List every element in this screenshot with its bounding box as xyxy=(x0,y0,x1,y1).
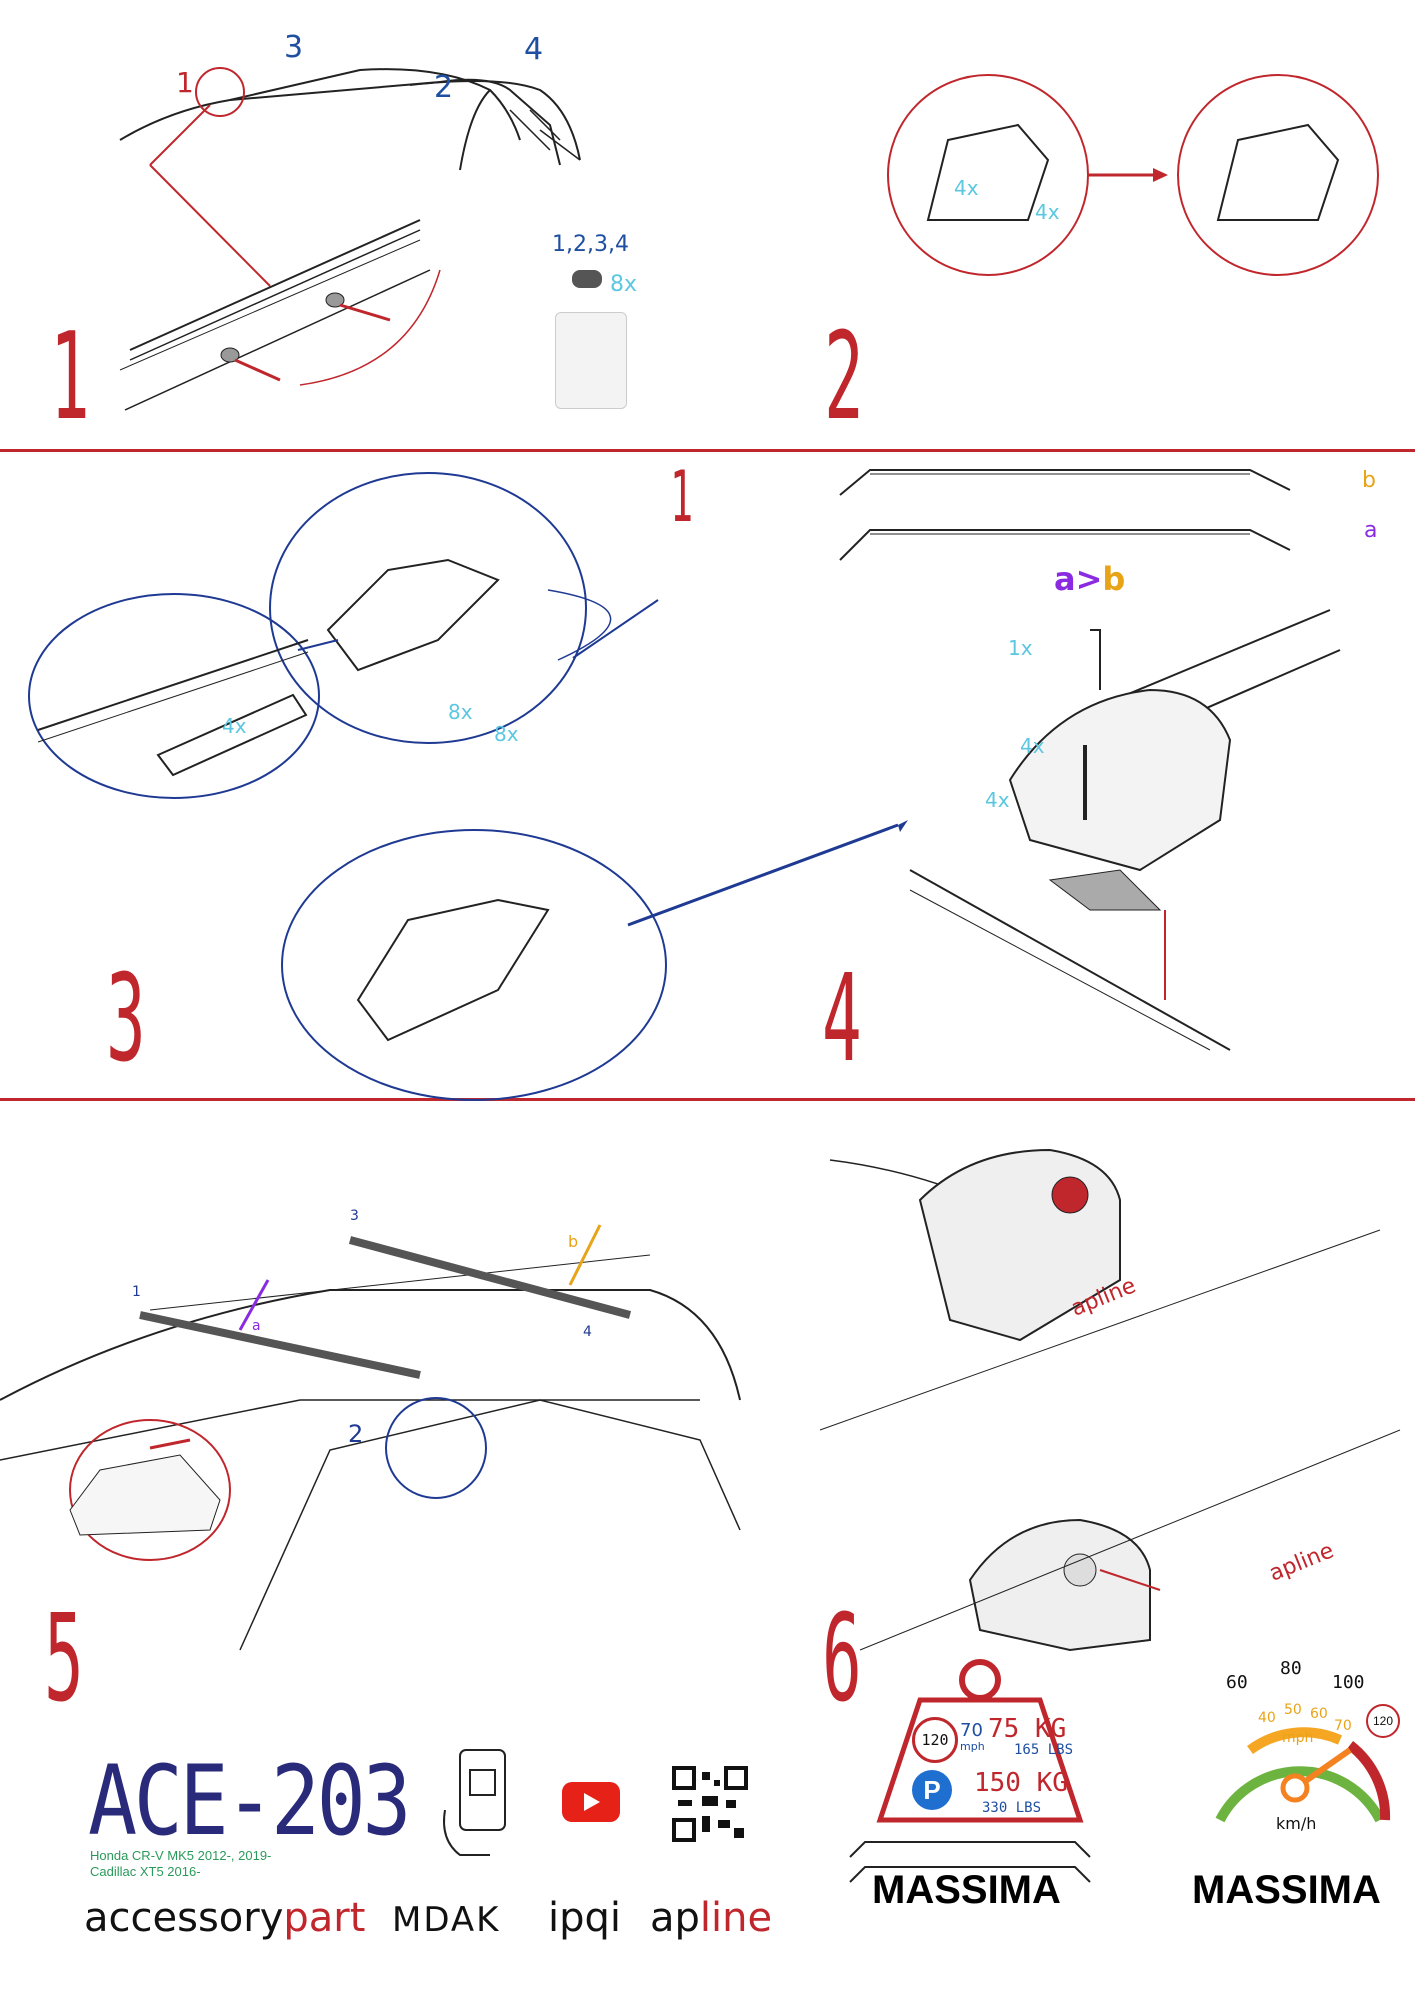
step5-callout-3: 3 xyxy=(350,1208,359,1224)
gauge-inner-50: 50 xyxy=(1284,1702,1302,1718)
step5-bar-b: b xyxy=(568,1232,579,1251)
gauge-tick-100: 100 xyxy=(1332,1672,1365,1693)
dynamic-load-lbs: 165 LBS xyxy=(1014,1742,1074,1758)
step-number-4: 4 xyxy=(822,950,862,1089)
order-gt: > xyxy=(1075,560,1103,598)
callout-4: 4 xyxy=(524,32,544,67)
order-b: b xyxy=(1102,560,1126,598)
vehicle-line-1: Honda CR-V MK5 2012-, 2019- xyxy=(90,1848,272,1863)
gauge-tick-80: 80 xyxy=(1280,1658,1302,1679)
massima-bar-icon-left xyxy=(849,1841,1091,1883)
foot-lock-views xyxy=(819,1148,1401,1652)
plate-qty: 4x xyxy=(222,714,247,738)
gauge-inner-60: 60 xyxy=(1310,1706,1328,1722)
step5-callout-1: 1 xyxy=(132,1284,141,1300)
speed-gauge-icon xyxy=(1215,1727,1391,1823)
youtube-icon[interactable] xyxy=(562,1782,620,1822)
step5-callout-4: 4 xyxy=(583,1324,592,1340)
product-model: ACE-203 xyxy=(88,1745,411,1857)
dynamic-mph: 70 xyxy=(960,1720,983,1741)
callout-3: 3 xyxy=(284,30,304,65)
callout-1: 1 xyxy=(176,66,194,99)
static-load-kg: 150 KG xyxy=(974,1768,1068,1798)
brand-apline: apline xyxy=(650,1895,773,1941)
brand-mdak: MDAK xyxy=(392,1900,501,1940)
speed-limit-sign: 120 xyxy=(912,1717,958,1763)
step3-detail-circles xyxy=(28,472,908,1101)
plug-icon xyxy=(572,270,602,288)
qr-code-icon[interactable] xyxy=(672,1766,748,1842)
bracket-qty-left: 4x xyxy=(954,176,979,200)
car-with-crossbars xyxy=(0,1224,741,1651)
bracket-detail-circles xyxy=(887,74,1379,276)
dynamic-mph-unit: mph xyxy=(960,1740,985,1753)
crossbars-pair xyxy=(839,469,1291,561)
massima-label-left: MASSIMA xyxy=(872,1868,1061,1912)
foot-assembly xyxy=(909,609,1341,1051)
step5-bar-a: a xyxy=(252,1318,261,1334)
static-load-lbs: 330 LBS xyxy=(982,1800,1042,1816)
gauge-inner-70: 70 xyxy=(1334,1718,1352,1734)
bolt-qty-1: 4x xyxy=(1020,734,1045,758)
step-3-sub-number: 1 xyxy=(670,456,694,538)
brand-accessorypart: accessorypart xyxy=(84,1895,366,1941)
washer-qty: 8x xyxy=(448,700,473,724)
step-number-3: 3 xyxy=(106,950,146,1089)
gauge-unit-kmh: km/h xyxy=(1276,1814,1317,1833)
bag-icon xyxy=(555,312,627,409)
step-number-5: 5 xyxy=(44,1590,84,1729)
section-divider-middle xyxy=(0,1098,1415,1101)
hex-key-qty: 1x xyxy=(1008,636,1033,660)
car-roof-sketch xyxy=(119,67,581,287)
bolt-qty: 8x xyxy=(494,722,519,746)
bag-label: 1,2,3,4 xyxy=(552,232,629,257)
section-divider-top xyxy=(0,449,1415,452)
gauge-limit-sign: 120 xyxy=(1366,1704,1400,1738)
order-a: a xyxy=(1054,560,1076,598)
massima-label-right: MASSIMA xyxy=(1192,1868,1381,1912)
parking-sign: P xyxy=(912,1770,952,1810)
gauge-tick-60: 60 xyxy=(1226,1672,1248,1693)
callout-2: 2 xyxy=(434,70,454,105)
vehicle-compatibility: Honda CR-V MK5 2012-, 2019- Cadillac XT5… xyxy=(90,1848,271,1880)
bar-label-a: a xyxy=(1364,518,1378,543)
bar-label-b: b xyxy=(1362,468,1376,493)
phone-scan-icon xyxy=(443,1749,506,1856)
bolt-qty-2: 4x xyxy=(985,788,1010,812)
step5-callout-2: 2 xyxy=(348,1420,364,1448)
plug-qty: 8x xyxy=(610,272,638,297)
gauge-unit-mph: mph xyxy=(1282,1730,1314,1746)
bracket-qty-right: 4x xyxy=(1035,200,1060,224)
dynamic-load-kg: 75 KG xyxy=(988,1714,1067,1744)
step-number-2: 2 xyxy=(824,308,864,447)
bar-order: a>b xyxy=(1054,560,1125,598)
brand-ipqi: ipqi xyxy=(548,1895,622,1941)
vehicle-line-2: Cadillac XT5 2016- xyxy=(90,1864,201,1879)
step-number-6: 6 xyxy=(822,1590,862,1729)
gauge-inner-40: 40 xyxy=(1258,1710,1276,1726)
step-number-1: 1 xyxy=(50,308,90,447)
roof-rail-closeup xyxy=(119,219,441,411)
